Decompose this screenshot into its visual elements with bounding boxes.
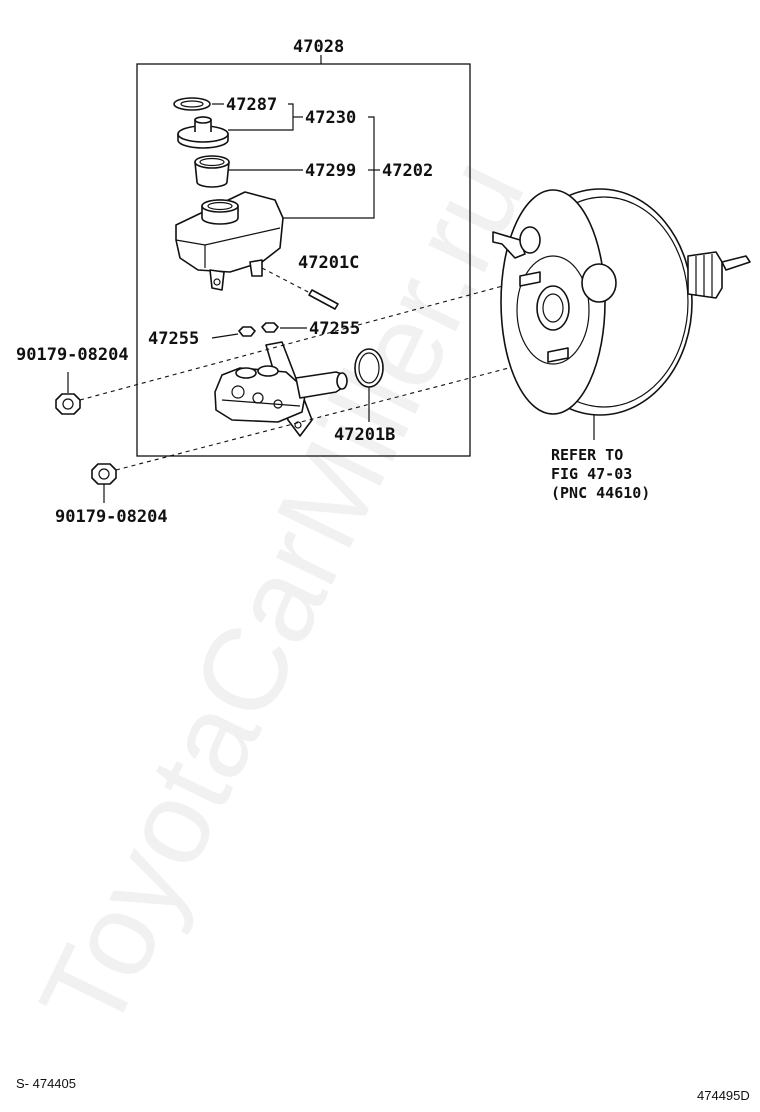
- grommet-left: [238, 326, 256, 337]
- footer-left: S- 474405: [16, 1076, 76, 1091]
- master-cylinder: [214, 341, 348, 437]
- assembly-box: [136, 63, 471, 457]
- reservoir-cap: [177, 116, 229, 149]
- clip-47287: [173, 97, 211, 111]
- grommet-right: [261, 322, 279, 333]
- strainer-47299: [194, 155, 230, 188]
- nut-bottom: [91, 463, 117, 485]
- label-47201C[interactable]: 47201C: [298, 253, 359, 273]
- o-ring-47201B: [354, 348, 384, 388]
- refer-line3[interactable]: (PNC 44610): [551, 484, 650, 502]
- nut-top: [55, 393, 81, 415]
- label-47201B[interactable]: 47201B: [334, 425, 395, 445]
- label-47299[interactable]: 47299: [305, 161, 356, 181]
- label-47202[interactable]: 47202: [382, 161, 433, 181]
- footer-right: 474495D: [697, 1088, 750, 1103]
- label-47028[interactable]: 47028: [293, 37, 344, 57]
- label-47230[interactable]: 47230: [305, 108, 356, 128]
- brake-booster: [492, 188, 751, 416]
- label-47255-right[interactable]: 47255: [309, 319, 360, 339]
- label-47255-left[interactable]: 47255: [148, 329, 199, 349]
- brake-fluid-reservoir: [175, 191, 284, 291]
- refer-line2[interactable]: FIG 47-03: [551, 465, 632, 483]
- label-47287[interactable]: 47287: [226, 95, 277, 115]
- label-nut-top[interactable]: 90179-08204: [16, 345, 129, 365]
- refer-line1[interactable]: REFER TO: [551, 446, 623, 464]
- label-nut-bottom[interactable]: 90179-08204: [55, 507, 168, 527]
